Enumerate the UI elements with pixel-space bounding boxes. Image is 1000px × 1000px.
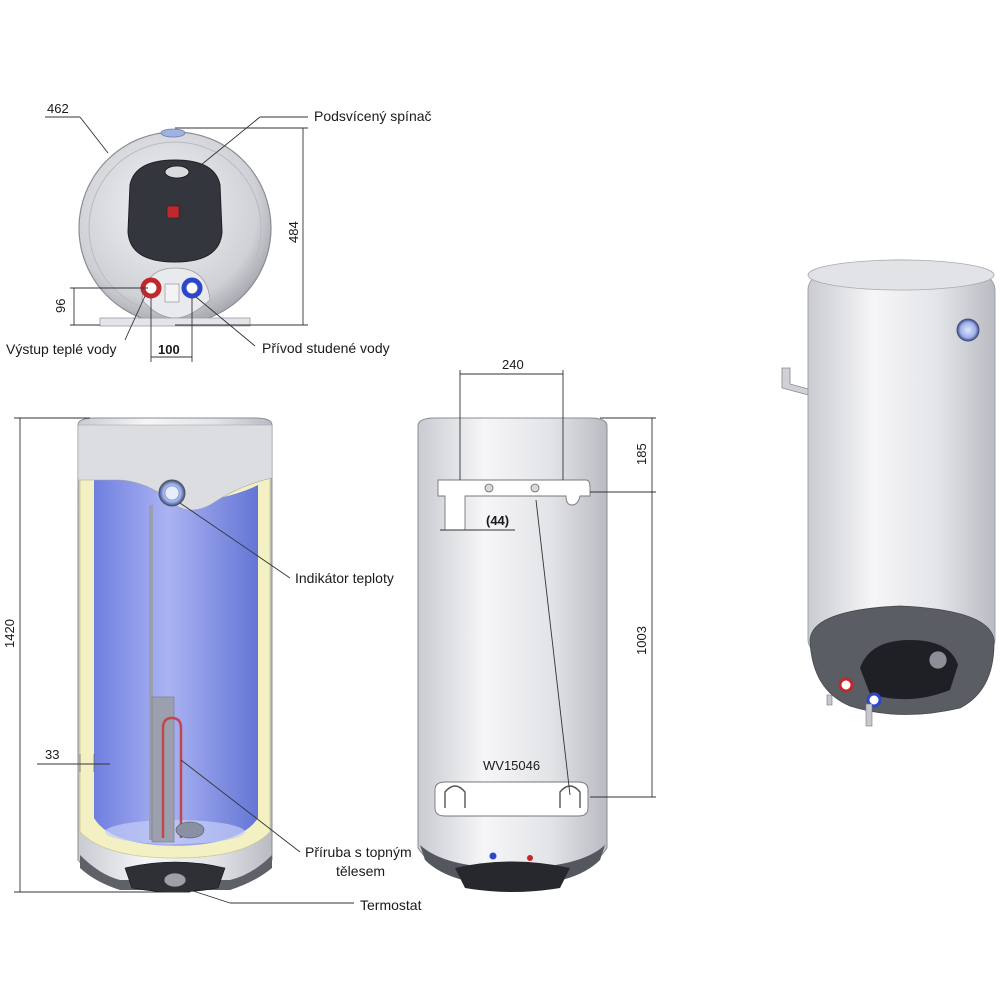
label-thermostat: Termostat (360, 897, 422, 913)
perspective-cold-pipe-stub (865, 703, 873, 727)
mounting-foot (99, 317, 251, 327)
label-flange-line1: Příruba s topným (305, 844, 412, 860)
perspective-knob-icon (928, 650, 948, 670)
dim-bracket-width: 240 (502, 357, 524, 372)
label-temp-indicator: Indikátor teploty (295, 570, 394, 586)
back-view: WV15046 240 (44) 185 1003 (417, 357, 656, 892)
bracket-bolt-left-icon (484, 483, 494, 493)
section-top-cap (77, 424, 273, 511)
back-hot-pipe-icon (527, 855, 533, 861)
label-backlit-switch: Podsvícený spínač (314, 108, 432, 124)
dim-bracket-spacing: 1003 (634, 626, 649, 655)
model-code: WV15046 (483, 758, 540, 773)
perspective-cold-pipe-icon (866, 692, 882, 708)
dim-top-to-bracket: 185 (634, 443, 649, 465)
flange-base (175, 821, 205, 839)
dim-total-height: 1420 (2, 619, 17, 648)
section-view: 1420 33 Indikátor teploty Příruba s topn… (2, 417, 422, 913)
section-bottom-base (80, 855, 272, 890)
perspective-hot-pipe-icon (838, 677, 854, 693)
bracket-bolt-right-icon (530, 483, 540, 493)
back-view-bottom-panel (455, 861, 570, 892)
section-bottom-highlight (105, 820, 245, 844)
panel-indicator-icon (166, 205, 180, 219)
section-inner-pipe (149, 505, 153, 840)
perspective-control-panel (860, 640, 958, 700)
top-view-top-cap (160, 128, 186, 138)
back-cold-pipe-icon (489, 852, 497, 860)
bottom-mounting-bracket (434, 781, 589, 817)
dim-top-height: 484 (286, 221, 301, 243)
perspective-wall-bracket (781, 367, 813, 397)
dim-diameter: 462 (47, 101, 69, 116)
thermostat-knob-icon (163, 872, 187, 888)
top-view: 462 484 Podsvícený spínač 96 100 Výstup … (6, 101, 432, 362)
label-hot-outlet: Výstup teplé vody (6, 341, 117, 357)
dim-pipe-height: 96 (53, 299, 68, 313)
heating-element-icon (161, 716, 183, 838)
label-cold-inlet: Přívod studené vody (262, 340, 390, 356)
dim-insulation: 33 (45, 747, 59, 762)
perspective-gauge-icon (956, 318, 980, 342)
perspective-view (781, 259, 996, 727)
drain-box (164, 283, 180, 303)
perspective-hot-pipe-stub (826, 694, 833, 706)
backlit-switch-icon (164, 165, 190, 179)
bottom-bracket-hook-left (444, 785, 466, 808)
perspective-top-cap (807, 259, 995, 291)
section-water (94, 475, 258, 846)
bottom-bracket-hook-right (559, 785, 581, 808)
label-flange-line2: tělesem (336, 863, 385, 879)
top-mounting-bracket (437, 479, 591, 531)
dim-pipe-spacing: 100 (158, 342, 180, 357)
gauge-face (164, 485, 180, 501)
cold-inlet-pipe-icon (181, 277, 203, 299)
dim-hook-offset: (44) (486, 513, 509, 528)
